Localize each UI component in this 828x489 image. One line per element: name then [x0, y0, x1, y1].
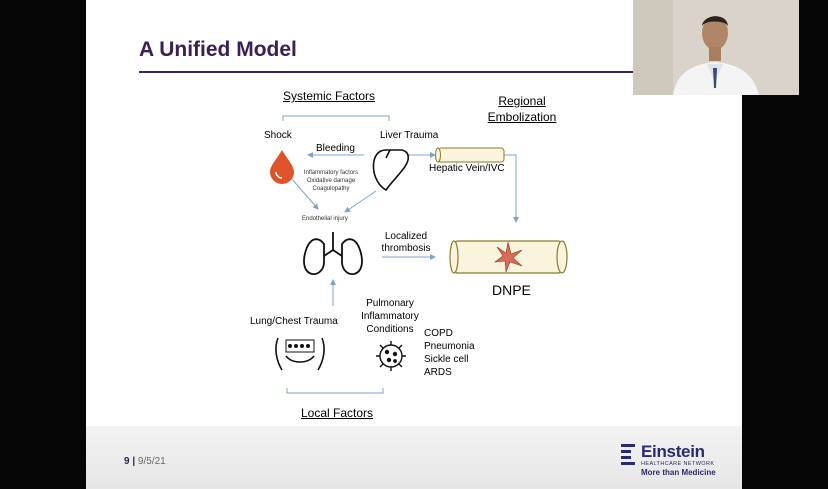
liver-trauma-label: Liver Trauma — [380, 130, 439, 141]
oxidative-damage-text: Oxidative damage — [306, 178, 356, 184]
pulmonary-conditions-label: Pulmonary Inflammatory Conditions — [360, 297, 420, 336]
clot-icon — [493, 241, 523, 273]
inflammatory-line: Inflammatory — [361, 311, 419, 322]
conditions-line: Conditions — [366, 324, 414, 335]
pulmonary-line: Pulmonary — [366, 298, 414, 309]
condition-list: COPD Pneumonia Sickle cell ARDS — [424, 327, 475, 379]
copd-item: COPD — [424, 328, 453, 339]
slide-date: 9/5/21 — [137, 456, 166, 467]
left-letterbox — [0, 0, 86, 489]
local-bracket — [286, 388, 384, 394]
presenter-webcam — [633, 0, 799, 95]
presenter-video — [633, 0, 799, 95]
inflammatory-factors-text: Inflammatory factors — [303, 170, 359, 176]
liver-icon — [372, 149, 410, 192]
liver-endothelial-arrow — [344, 190, 377, 213]
dnpe-label: DNPE — [492, 282, 531, 298]
thrombosis-line: thrombosis — [381, 243, 431, 254]
title-divider — [139, 71, 742, 73]
systemic-factors-label: Systemic Factors — [283, 89, 376, 103]
einstein-mark-icon — [621, 444, 635, 465]
regional-embolization-label: Regional Embolization — [484, 93, 560, 125]
page-info: 9 | 9/5/21 — [124, 456, 166, 467]
logo-tagline: More than Medicine — [641, 468, 716, 477]
logo-name: Einstein — [641, 442, 705, 461]
virus-icon — [376, 341, 406, 371]
page-number: 9 — [124, 456, 130, 467]
localized-thrombosis-label: Localized thrombosis — [377, 231, 435, 255]
embolization-line: Embolization — [487, 110, 557, 124]
local-factors-label: Local Factors — [301, 406, 374, 420]
lungs-icon — [303, 232, 363, 275]
einstein-logo: Einstein HEALTHCARE NETWORK More than Me… — [619, 440, 729, 480]
blood-drop-icon — [270, 150, 294, 184]
sickle-cell-item: Sickle cell — [424, 354, 469, 365]
hepatic-vein-label: Hepatic Vein/IVC — [429, 163, 505, 174]
page-separator: | — [132, 456, 138, 467]
endothelial-injury-label: Endothelial injury — [302, 216, 348, 222]
diagram-graphics — [270, 115, 568, 394]
logo-network: HEALTHCARE NETWORK — [641, 461, 715, 467]
slide-title: A Unified Model — [139, 38, 297, 61]
shock-endothelial-arrow — [290, 177, 319, 210]
localized-line: Localized — [384, 231, 428, 242]
coagulopathy-text: Coagulopathy — [312, 186, 350, 192]
ards-item: ARDS — [424, 367, 452, 378]
systemic-bracket — [282, 115, 390, 121]
inflammatory-list: Inflammatory factors Oxidative damage Co… — [298, 169, 364, 193]
presentation-slide: A Unified Model — [86, 0, 742, 489]
shock-label: Shock — [264, 130, 292, 141]
pneumonia-item: Pneumonia — [424, 341, 475, 352]
slide-footer: 9 | 9/5/21 Einstein HEALTHCARE NETWORK M… — [86, 426, 742, 489]
regional-line: Regional — [498, 94, 546, 108]
hepatic-vein-icon — [435, 147, 505, 163]
lung-chest-trauma-label: Lung/Chest Trauma — [250, 316, 338, 327]
bleeding-label: Bleeding — [316, 143, 355, 154]
chest-icon — [275, 337, 325, 371]
